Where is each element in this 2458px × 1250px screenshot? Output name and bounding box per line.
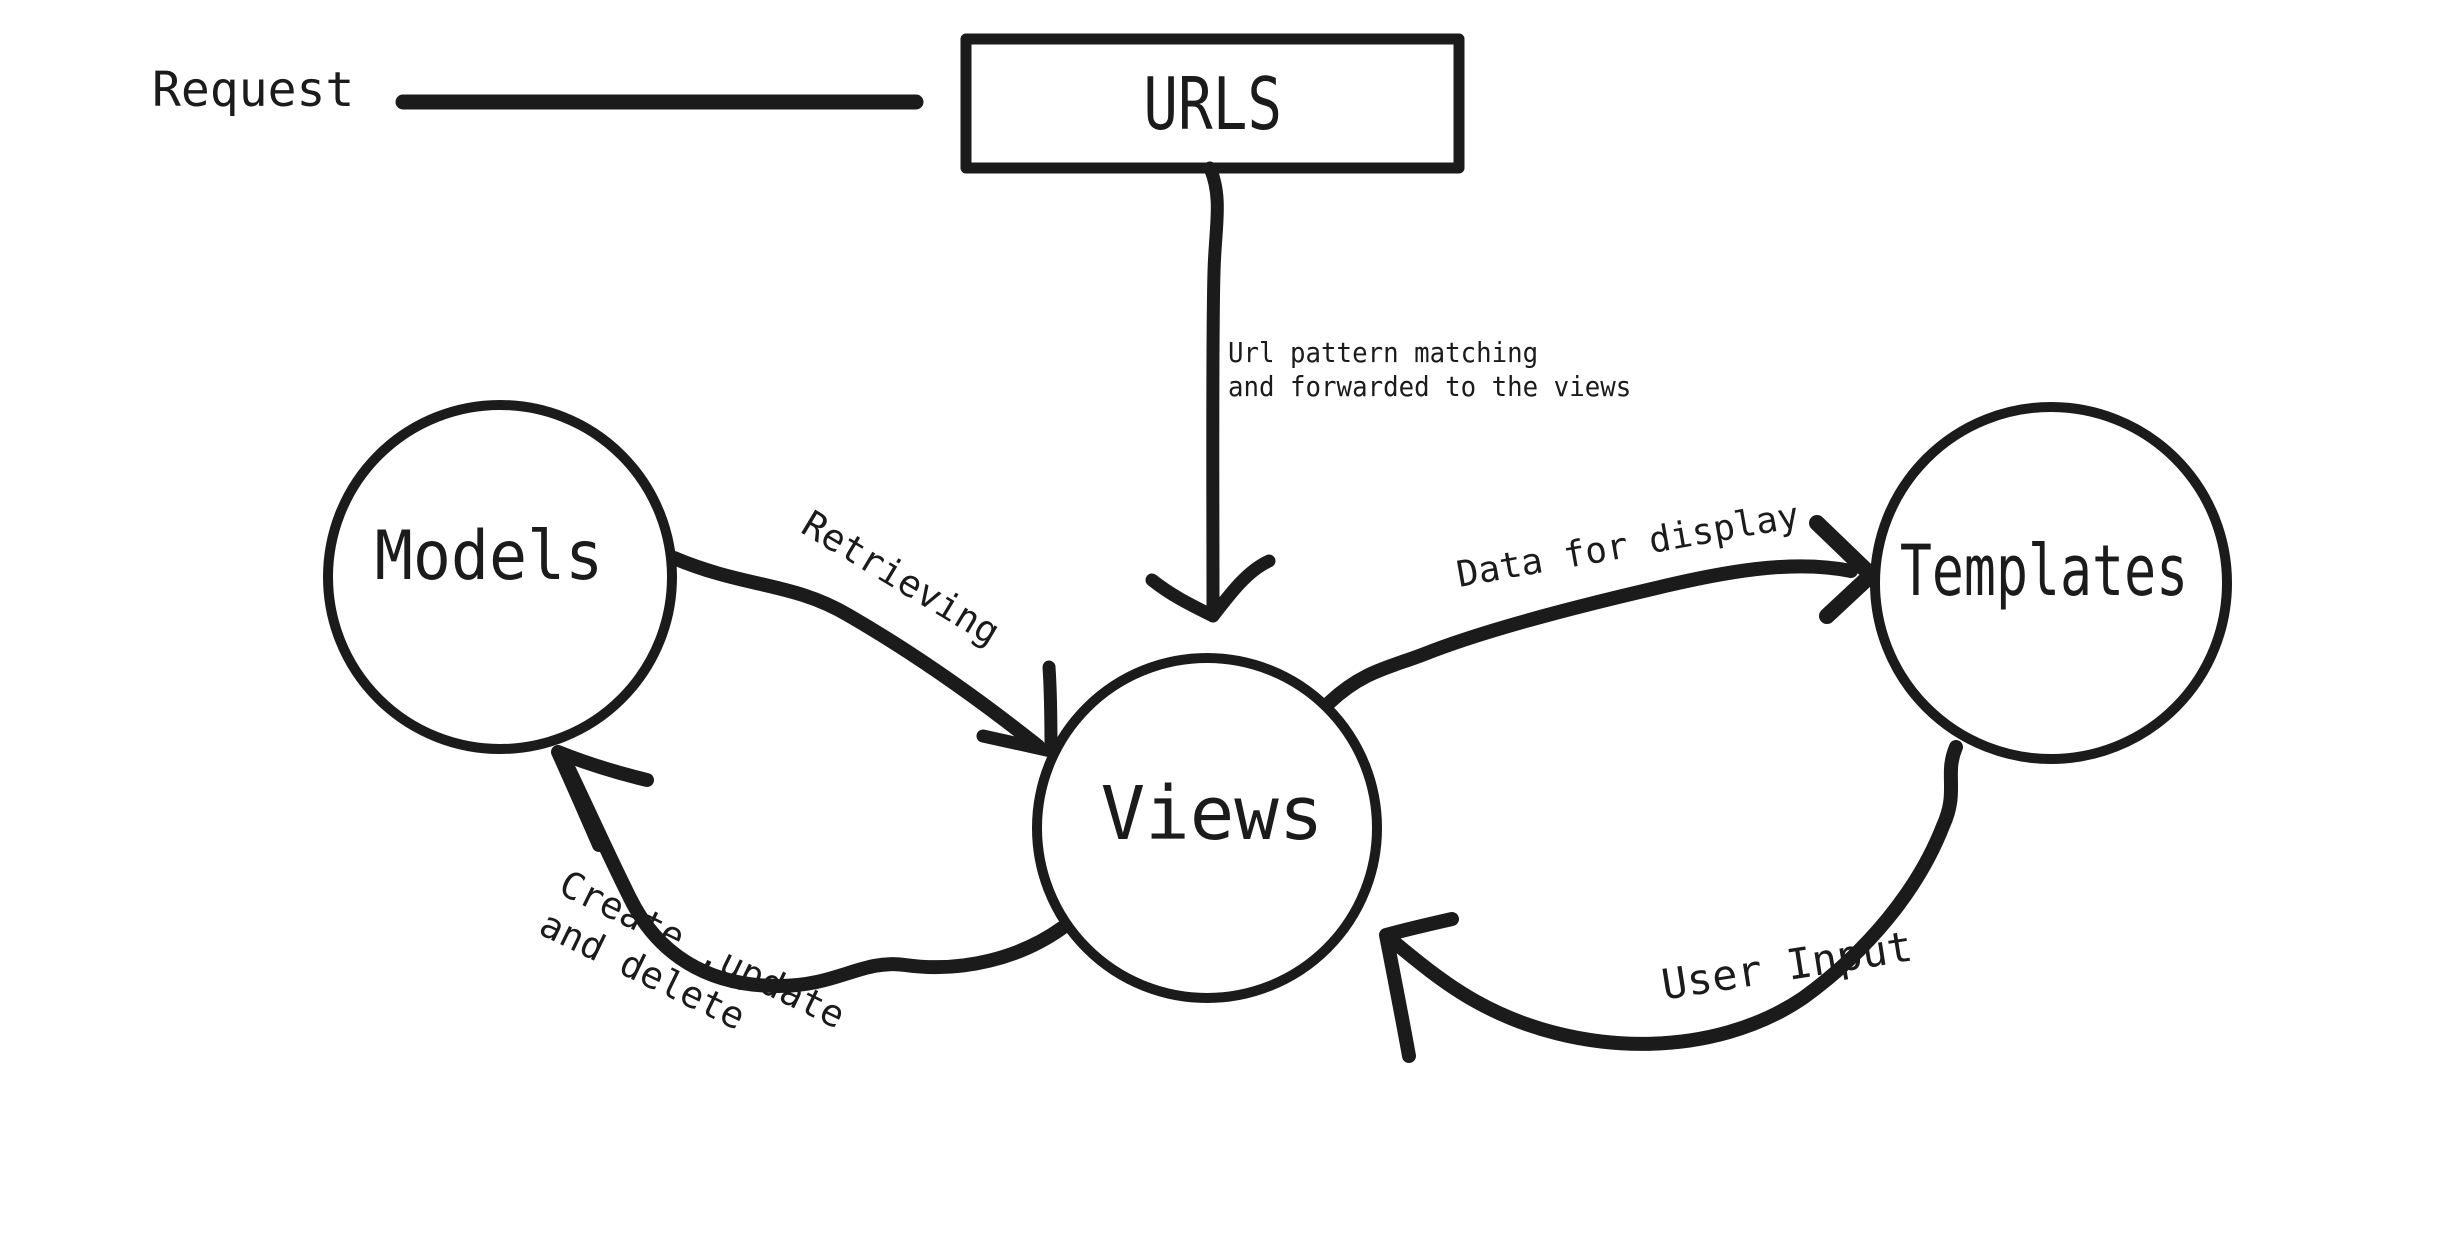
request-label: Request <box>152 62 355 118</box>
user-input-arrowhead <box>1379 912 1459 1063</box>
urls-to-views-arrowhead <box>1145 554 1276 623</box>
templates-circle <box>1870 402 2232 764</box>
create-update-delete-arrowhead <box>551 745 654 852</box>
user-input-curve <box>1381 740 1963 1051</box>
urls-node: URLS <box>966 39 1459 168</box>
data-for-display-arrowhead <box>1809 515 1879 624</box>
retrieving-arrowhead <box>976 660 1058 758</box>
views-node-label: Views <box>1100 771 1324 857</box>
urls-to-views-arrow <box>1203 161 1224 621</box>
url-pattern-annotation-line2: and forwarded to the views <box>1228 370 1632 403</box>
retrieving-curve <box>667 551 1045 753</box>
data-for-display-curve <box>1323 559 1858 709</box>
urls-node-label: URLS <box>1143 61 1282 146</box>
views-circle <box>1032 653 1382 1003</box>
models-node-label: Models <box>374 517 604 596</box>
templates-node-label: Templates <box>1899 530 2189 612</box>
create-update-delete-curve <box>556 750 1069 993</box>
url-pattern-annotation: Url pattern matching and forwarded to th… <box>1228 336 1631 404</box>
url-pattern-annotation-line1: Url pattern matching <box>1228 336 1539 369</box>
models-circle <box>323 400 677 754</box>
